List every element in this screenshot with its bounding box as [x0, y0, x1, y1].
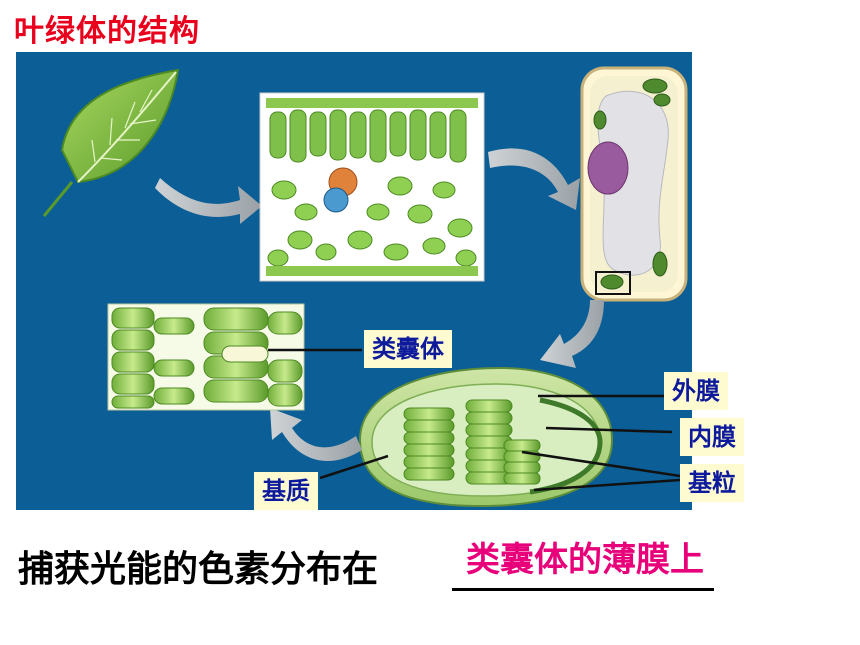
thylakoid-closeup	[107, 303, 305, 411]
arrow-icon	[270, 408, 362, 462]
answer-blank-line	[452, 588, 714, 591]
answer-text: 类囊体的薄膜上	[466, 540, 704, 580]
label-granum: 基粒	[680, 464, 744, 502]
label-outer-membrane: 外膜	[664, 372, 728, 410]
question-text: 捕获光能的色素分布在	[18, 549, 379, 590]
granum	[403, 399, 541, 485]
arrow-icon	[155, 178, 262, 224]
label-inner-membrane: 内膜	[680, 418, 744, 456]
leader-lines	[268, 348, 681, 492]
arrow-icon	[540, 300, 604, 368]
page-title: 叶绿体的结构	[14, 14, 200, 49]
plant-cell	[580, 66, 688, 302]
label-thylakoid: 类囊体	[364, 330, 452, 368]
leaf-icon	[42, 68, 180, 217]
leaf-cross-section	[259, 92, 485, 282]
arrow-icon	[488, 148, 580, 210]
chloroplast	[358, 366, 614, 508]
label-stroma: 基质	[254, 472, 318, 510]
